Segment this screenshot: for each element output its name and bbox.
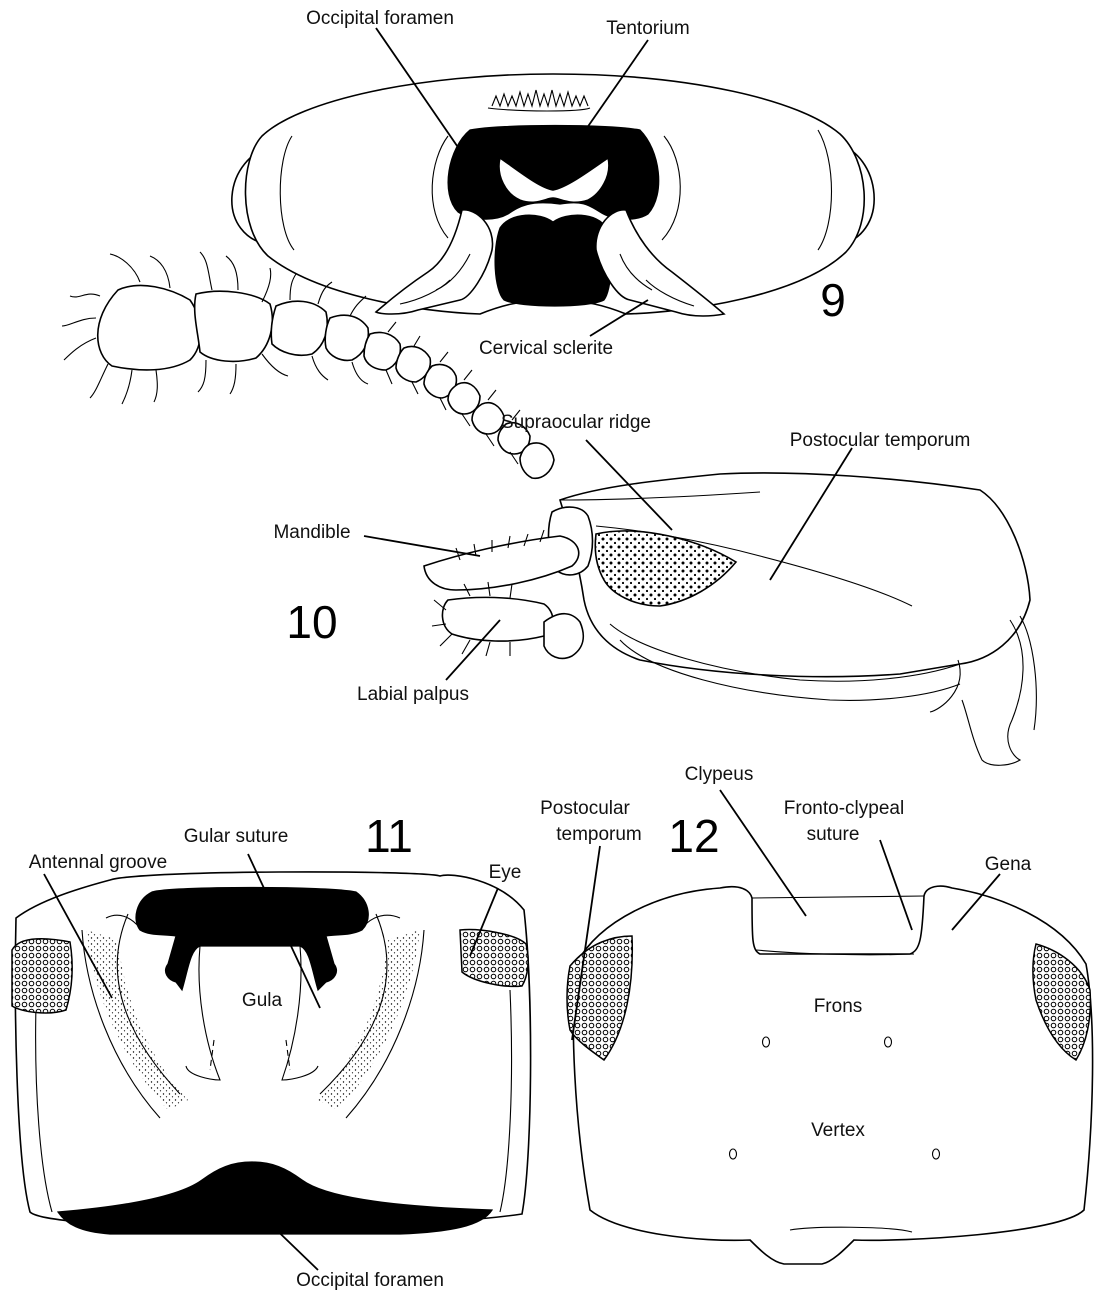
figure-number-9: 9 <box>820 274 846 326</box>
label-fronto-clypeal-line2: suture <box>807 824 860 845</box>
leader-fronto-clypeal-suture <box>880 840 912 930</box>
occipital-foramen-lower <box>495 215 611 306</box>
label-tentorium: Tentorium <box>606 18 689 39</box>
label-postocular-line2: temporum <box>556 824 642 845</box>
label-cervical-sclerite: Cervical sclerite <box>479 338 613 359</box>
label-supraocular-ridge: Supraocular ridge <box>501 412 651 433</box>
label-clypeus: Clypeus <box>685 764 754 785</box>
antenna-segment-5 <box>364 332 400 370</box>
label-gular-suture: Gular suture <box>184 826 289 847</box>
label-gena: Gena <box>985 854 1032 875</box>
antenna-segment-9 <box>472 403 504 434</box>
label-fronto-clypeal-line1: Fronto-clypeal <box>784 798 904 819</box>
leader-mandible <box>364 536 480 556</box>
labial-palpus-shape <box>442 597 553 641</box>
figure-9-head-posterior-view: Occipital foramen Tentorium Cervical scl… <box>232 8 874 359</box>
palpus-base <box>544 614 583 659</box>
label-postocular-line1: Postocular <box>540 798 630 819</box>
label-frons: Frons <box>814 996 863 1017</box>
label-antennal-groove: Antennal groove <box>29 852 167 873</box>
eye-right-11 <box>460 930 528 987</box>
figure-number-12: 12 <box>668 810 719 862</box>
eye-left-11 <box>12 939 72 1013</box>
label-occipital-foramen-11: Occipital foramen <box>296 1270 444 1291</box>
figure-number-10: 10 <box>286 596 337 648</box>
antenna-segment-3 <box>271 301 327 355</box>
antenna-segment-4 <box>325 315 368 360</box>
antenna-segment-2 <box>195 291 273 361</box>
label-labial-palpus: Labial palpus <box>357 684 469 705</box>
figure-10-head-lateral-view: Supraocular ridge Postocular temporum Ma… <box>62 252 1036 765</box>
figure-number-11: 11 <box>365 810 413 862</box>
label-vertex: Vertex <box>811 1120 865 1141</box>
label-mandible: Mandible <box>273 522 350 543</box>
antenna-segment-1 <box>98 285 201 369</box>
head-dorsal-capsule <box>573 886 1092 1264</box>
antenna-segment-11 <box>520 443 554 478</box>
label-eye: Eye <box>489 862 522 883</box>
label-postocular-temporum-10: Postocular temporum <box>790 430 971 451</box>
label-occipital-foramen-9: Occipital foramen <box>306 8 454 29</box>
label-gula: Gula <box>242 990 283 1011</box>
mandible-shape <box>424 536 579 590</box>
figure-11-head-ventral-view: Antennal groove Gular suture Eye Gula Oc… <box>12 810 531 1291</box>
figure-12-head-dorsal-view: Clypeus Postocular temporum Fronto-clype… <box>540 764 1092 1264</box>
